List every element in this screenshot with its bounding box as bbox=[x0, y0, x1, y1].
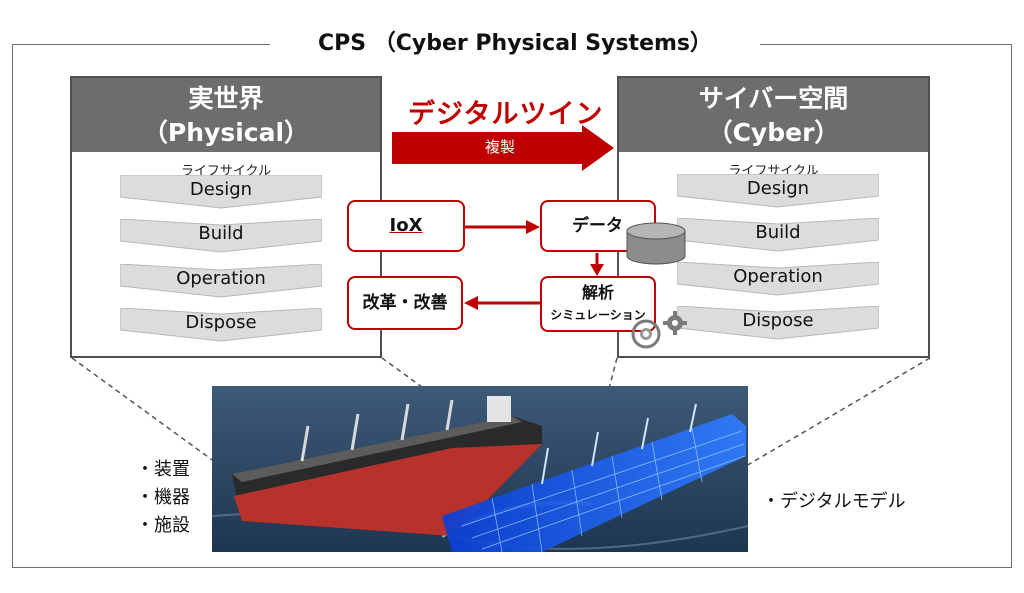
physical-header: 実世界 （Physical） bbox=[72, 78, 380, 152]
cyber-heading-line1: サイバー空間 bbox=[698, 84, 849, 113]
replicate-arrow bbox=[392, 125, 614, 171]
cyber-stage-label: Build bbox=[755, 222, 801, 243]
physical-stage-label: Operation bbox=[176, 268, 266, 289]
physical-stage-label: Dispose bbox=[185, 312, 257, 333]
cyber-stage-dispose: Dispose bbox=[677, 306, 879, 342]
physical-stage-dispose: Dispose bbox=[120, 308, 322, 344]
cyber-item: ・デジタルモデル bbox=[762, 491, 906, 512]
physical-item: ・機器 bbox=[136, 487, 190, 508]
ship-illustration bbox=[212, 386, 748, 552]
physical-stage-operation: Operation bbox=[120, 264, 322, 300]
database-icon bbox=[626, 222, 686, 265]
ship-photo bbox=[212, 386, 748, 552]
cyber-panel: サイバー空間 （Cyber） ライフサイクル Design Build Oper… bbox=[617, 76, 930, 358]
iox-box: IoX bbox=[347, 200, 465, 252]
physical-stage-design: Design bbox=[120, 175, 322, 211]
data-label: データ bbox=[572, 216, 623, 236]
physical-item: ・装置 bbox=[136, 459, 190, 480]
physical-heading-line1: 実世界 bbox=[188, 84, 264, 113]
physical-stage-build: Build bbox=[120, 219, 322, 255]
physical-items: ・装置 ・機器 ・施設 bbox=[136, 456, 190, 540]
physical-stage-label: Design bbox=[189, 179, 253, 200]
diagram-title: CPS （Cyber Physical Systems） bbox=[270, 24, 760, 64]
cyber-stage-label: Dispose bbox=[742, 310, 814, 331]
cyber-stage-operation: Operation bbox=[677, 262, 879, 298]
physical-item: ・施設 bbox=[136, 515, 190, 536]
cyber-heading-line2: （Cyber） bbox=[707, 118, 840, 147]
analysis-box: 解析 シミュレーション bbox=[540, 276, 656, 332]
physical-heading-line2: （Physical） bbox=[142, 118, 310, 147]
improvement-label: 改革・改善 bbox=[362, 293, 448, 313]
replicate-label: 複製 bbox=[484, 138, 515, 156]
cyber-stage-label: Operation bbox=[733, 266, 823, 287]
cyber-stage-build: Build bbox=[677, 218, 879, 254]
iox-label: IoX bbox=[389, 215, 423, 236]
digital-twin-label: デジタルツイン bbox=[408, 99, 604, 130]
improvement-box: 改革・改善 bbox=[347, 276, 463, 330]
analysis-label: 解析 bbox=[581, 283, 614, 302]
gear-icon bbox=[631, 311, 687, 349]
physical-stage-label: Build bbox=[198, 223, 244, 244]
simulation-label: シミュレーション bbox=[550, 308, 646, 322]
cyber-stage-label: Design bbox=[746, 178, 810, 199]
cyber-header: サイバー空間 （Cyber） bbox=[619, 78, 928, 152]
cyber-stage-design: Design bbox=[677, 174, 879, 210]
